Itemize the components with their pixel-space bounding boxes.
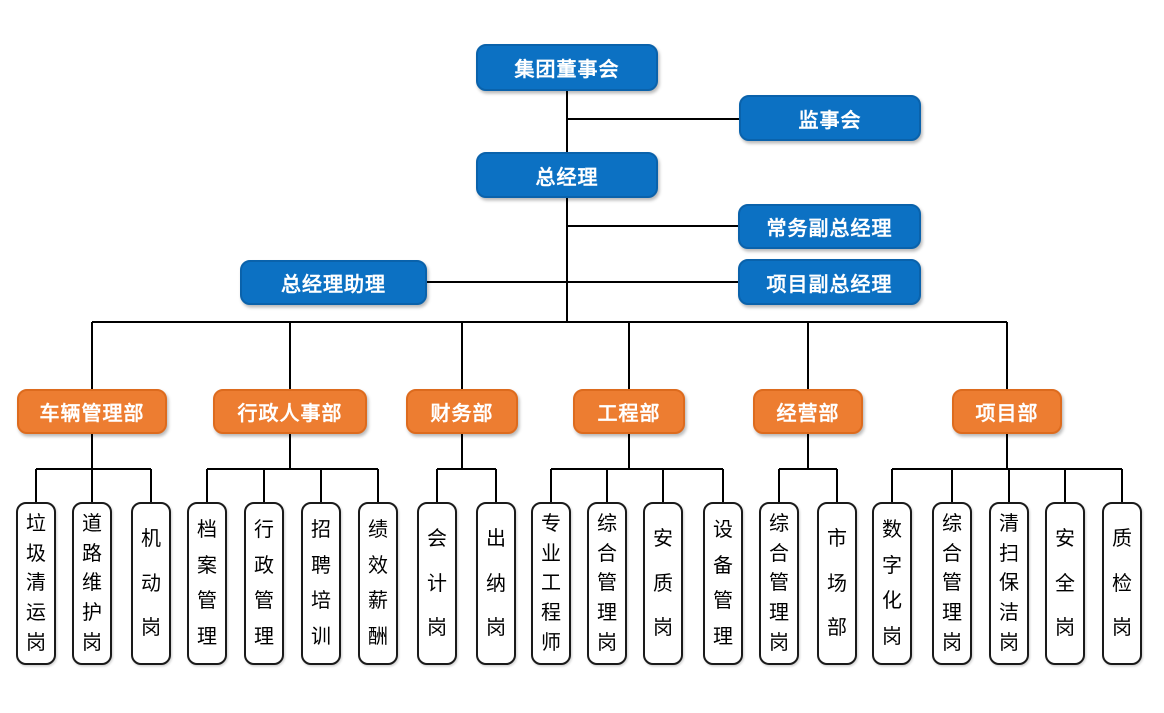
position-box-d1-2: 招聘培训 (301, 502, 341, 665)
node-group-board: 集团董事会 (476, 44, 658, 91)
position-box-d0-0: 垃圾清运岗 (16, 502, 56, 665)
position-box-d2-0: 会计岗 (417, 502, 457, 665)
dept-project: 项目部 (952, 389, 1062, 434)
position-box-d3-3: 设备管理 (703, 502, 743, 665)
position-box-d4-0: 综合管理岗 (759, 502, 799, 665)
position-box-d5-0: 数字化岗 (872, 502, 912, 665)
position-box-d4-1: 市场部 (817, 502, 857, 665)
dept-business: 经营部 (753, 389, 863, 434)
dept-engineering: 工程部 (573, 389, 685, 434)
position-box-d1-3: 绩效薪酬 (358, 502, 398, 665)
node-project-deputy-gm: 项目副总经理 (738, 259, 921, 305)
position-box-d2-1: 出纳岗 (476, 502, 516, 665)
position-box-d0-1: 道路维护岗 (72, 502, 112, 665)
position-box-d3-2: 安质岗 (643, 502, 683, 665)
position-box-d5-1: 综合管理岗 (932, 502, 972, 665)
dept-vehicle-management: 车辆管理部 (17, 389, 167, 434)
position-box-d1-1: 行政管理 (244, 502, 284, 665)
dept-finance: 财务部 (406, 389, 518, 434)
node-exec-deputy-gm: 常务副总经理 (738, 204, 921, 249)
position-box-d3-0: 专业工程师 (531, 502, 571, 665)
node-general-manager: 总经理 (476, 152, 658, 198)
position-box-d0-2: 机动岗 (131, 502, 171, 665)
position-box-d3-1: 综合管理岗 (587, 502, 627, 665)
position-box-d5-3: 安全岗 (1045, 502, 1085, 665)
dept-admin-hr: 行政人事部 (213, 389, 367, 434)
position-box-d5-4: 质检岗 (1102, 502, 1142, 665)
node-supervisory-board: 监事会 (739, 95, 921, 141)
node-gm-assistant: 总经理助理 (240, 260, 427, 305)
position-box-d1-0: 档案管理 (187, 502, 227, 665)
position-box-d5-2: 清扫保洁岗 (989, 502, 1029, 665)
